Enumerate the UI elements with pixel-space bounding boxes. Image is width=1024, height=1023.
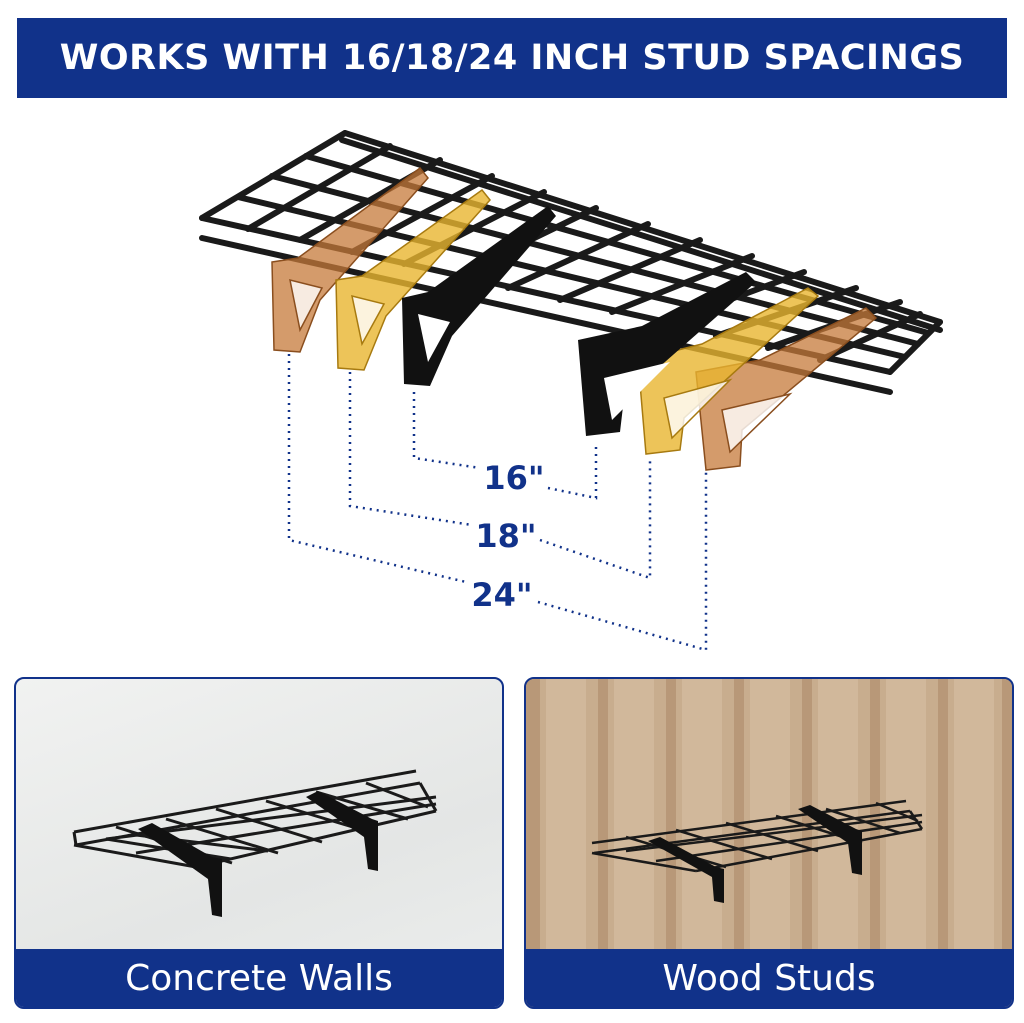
bracket-18-left xyxy=(335,188,491,371)
concrete-walls-caption: Concrete Walls xyxy=(16,949,502,1007)
spacing-label-18: 18" xyxy=(475,517,536,555)
bracket-16-left xyxy=(402,206,556,386)
bracket-16-right xyxy=(578,272,756,436)
wood-studs-label: Wood Studs xyxy=(662,957,876,999)
wood-studs-panel: Wood Studs xyxy=(524,677,1014,1009)
wood-studs-caption: Wood Studs xyxy=(526,949,1012,1007)
concrete-shelf-illustration xyxy=(72,769,438,917)
concrete-wall-panel: Concrete Walls xyxy=(14,677,504,1009)
spacing-label-16: 16" xyxy=(483,459,544,497)
bracket-18-right xyxy=(637,287,820,455)
spacing-label-24: 24" xyxy=(471,576,532,614)
dimension-lines xyxy=(287,354,708,652)
shelf-diagram: 16" 18" 24" xyxy=(199,130,943,652)
bracket-24-right xyxy=(695,307,878,471)
header-banner: WORKS WITH 16/18/24 INCH STUD SPACINGS xyxy=(17,18,1007,98)
bracket-24-left xyxy=(271,166,429,353)
header-title: WORKS WITH 16/18/24 INCH STUD SPACINGS xyxy=(59,38,965,78)
concrete-walls-label: Concrete Walls xyxy=(125,957,393,999)
